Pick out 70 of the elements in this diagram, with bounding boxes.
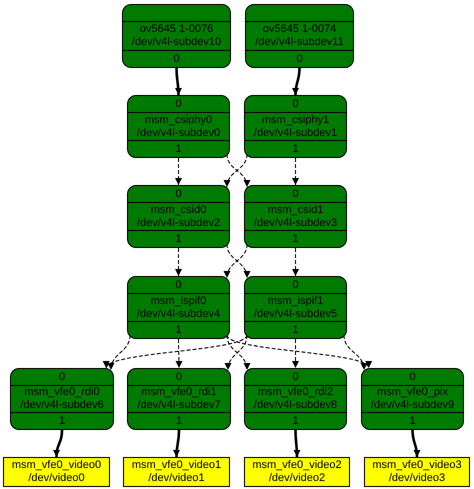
entity-name: msm_csiphy1 /dev/v4l-subdev1 <box>252 114 338 140</box>
pad-number: 0 <box>409 370 416 384</box>
arrow <box>175 338 182 368</box>
entity-box <box>244 95 347 158</box>
device-name: msm_vfe0_video1 /dev/video1 <box>130 459 222 485</box>
pad-number: 0 <box>175 278 182 292</box>
entity-box <box>127 185 230 248</box>
arrow <box>106 334 248 368</box>
entity-box <box>361 368 464 430</box>
pad-number: 1 <box>292 414 299 428</box>
entity-box <box>10 368 114 430</box>
entity-box <box>245 4 354 68</box>
device-name: msm_vfe0_video2 /dev/video2 <box>251 459 343 485</box>
video-device-box <box>3 457 110 487</box>
pad-number: 0 <box>296 52 303 66</box>
pad-number: 1 <box>292 324 299 336</box>
device-name: msm_vfe0_video3 /dev/video3 <box>371 459 463 485</box>
entity-name: msm_vfe0_rdi0 /dev/v4l-subdev6 <box>19 386 105 412</box>
video-device-box <box>244 457 350 487</box>
pad-number: 1 <box>58 414 66 428</box>
arrow <box>173 430 180 458</box>
pad-number: 1 <box>176 414 182 428</box>
arrow <box>292 248 299 276</box>
entity-box <box>244 276 347 339</box>
arrow <box>292 68 301 96</box>
arrow <box>226 334 370 368</box>
entity-name: ov5645 1-0076 /dev/v4l-subdev10 <box>130 23 222 49</box>
entity-box <box>127 368 231 430</box>
entity-box <box>127 95 230 158</box>
pad-number: 0 <box>173 52 180 66</box>
pad-number: 1 <box>175 232 182 246</box>
entity-box <box>122 4 231 68</box>
pad-number: 0 <box>292 278 299 292</box>
pad-number: 0 <box>292 188 299 200</box>
video-device-box <box>364 457 470 487</box>
pad-number: 0 <box>176 370 182 384</box>
arrow <box>293 430 300 458</box>
pad-number: 1 <box>175 324 182 336</box>
arrow <box>292 338 299 368</box>
entity-name: msm_vfe0_pix /dev/v4l-subdev9 <box>370 386 456 412</box>
entity-name: ov5645 1-0074 /dev/v4l-subdev11 <box>254 23 345 49</box>
pad-number: 1 <box>292 232 299 246</box>
pad-number: 0 <box>58 370 66 384</box>
entity-name: msm_ispif0 /dev/v4l-subdev4 <box>136 294 222 320</box>
entity-name: msm_vfe0_rdi1 /dev/v4l-subdev7 <box>136 386 222 412</box>
entity-box <box>127 276 230 339</box>
entity-name: msm_vfe0_rdi2 /dev/v4l-subdev8 <box>252 386 338 412</box>
entity-box <box>244 368 347 430</box>
arrow <box>174 68 182 96</box>
arrow <box>292 158 299 186</box>
arrow <box>344 334 367 370</box>
arrow <box>108 334 130 370</box>
pad-number: 0 <box>175 188 182 200</box>
pad-number: 0 <box>292 370 299 384</box>
pad-number: 0 <box>175 98 182 110</box>
pad-number: 0 <box>292 98 299 110</box>
device-name: msm_vfe0_video0 /dev/video0 <box>10 459 102 485</box>
video-device-box <box>123 457 230 487</box>
pad-number: 1 <box>175 142 182 156</box>
pad-number: 1 <box>409 414 416 428</box>
entity-name: msm_ispif1 /dev/v4l-subdev5 <box>252 294 338 320</box>
arrow <box>411 430 420 458</box>
arrow <box>175 158 182 186</box>
entity-box <box>244 185 347 248</box>
arrow <box>175 248 182 276</box>
entity-name: msm_csid0 /dev/v4l-subdev2 <box>136 204 222 230</box>
pad-number: 1 <box>292 142 299 156</box>
entity-name: msm_csiphy0 /dev/v4l-subdev0 <box>136 114 222 140</box>
entity-name: msm_csid1 /dev/v4l-subdev3 <box>252 204 338 230</box>
arrow <box>53 430 64 458</box>
